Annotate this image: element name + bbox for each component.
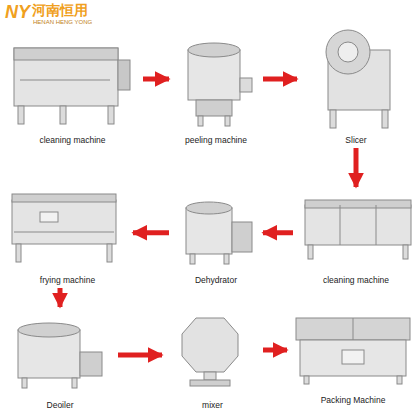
flow-arrow: [263, 77, 297, 82]
machine-node: cleaning machine: [296, 190, 416, 285]
machine-caption: Deoiler: [5, 400, 115, 410]
machine-caption: frying machine: [5, 275, 130, 285]
machine-node: mixer: [165, 305, 260, 410]
flow-arrow: [118, 353, 162, 358]
flow-arrow: [58, 288, 63, 307]
machine-node: Packing Machine: [290, 300, 416, 405]
machine-caption: cleaning machine: [5, 135, 140, 145]
machine-caption: mixer: [165, 400, 260, 410]
machine-caption: Slicer: [300, 135, 412, 145]
machine-node: Dehydrator: [172, 190, 260, 285]
flow-arrow: [354, 148, 359, 187]
company-name: 河南恒用: [32, 2, 88, 20]
flow-arrow: [133, 230, 169, 235]
machine-node: Slicer: [300, 20, 412, 145]
machine-node: cleaning machine: [5, 25, 140, 145]
flow-arrow: [263, 230, 293, 235]
company-name-latin: HENAN HENG YONG: [33, 19, 92, 25]
machine-node: peeling machine: [172, 25, 260, 145]
machine-caption: Dehydrator: [172, 275, 260, 285]
flow-arrow: [263, 348, 287, 353]
logo-mark: NY: [5, 2, 30, 23]
machine-node: Deoiler: [5, 310, 115, 410]
machine-caption: cleaning machine: [296, 275, 416, 285]
machine-caption: peeling machine: [172, 135, 260, 145]
machine-caption: Packing Machine: [290, 395, 416, 405]
flow-arrow: [143, 77, 169, 82]
machine-node: frying machine: [5, 185, 130, 285]
